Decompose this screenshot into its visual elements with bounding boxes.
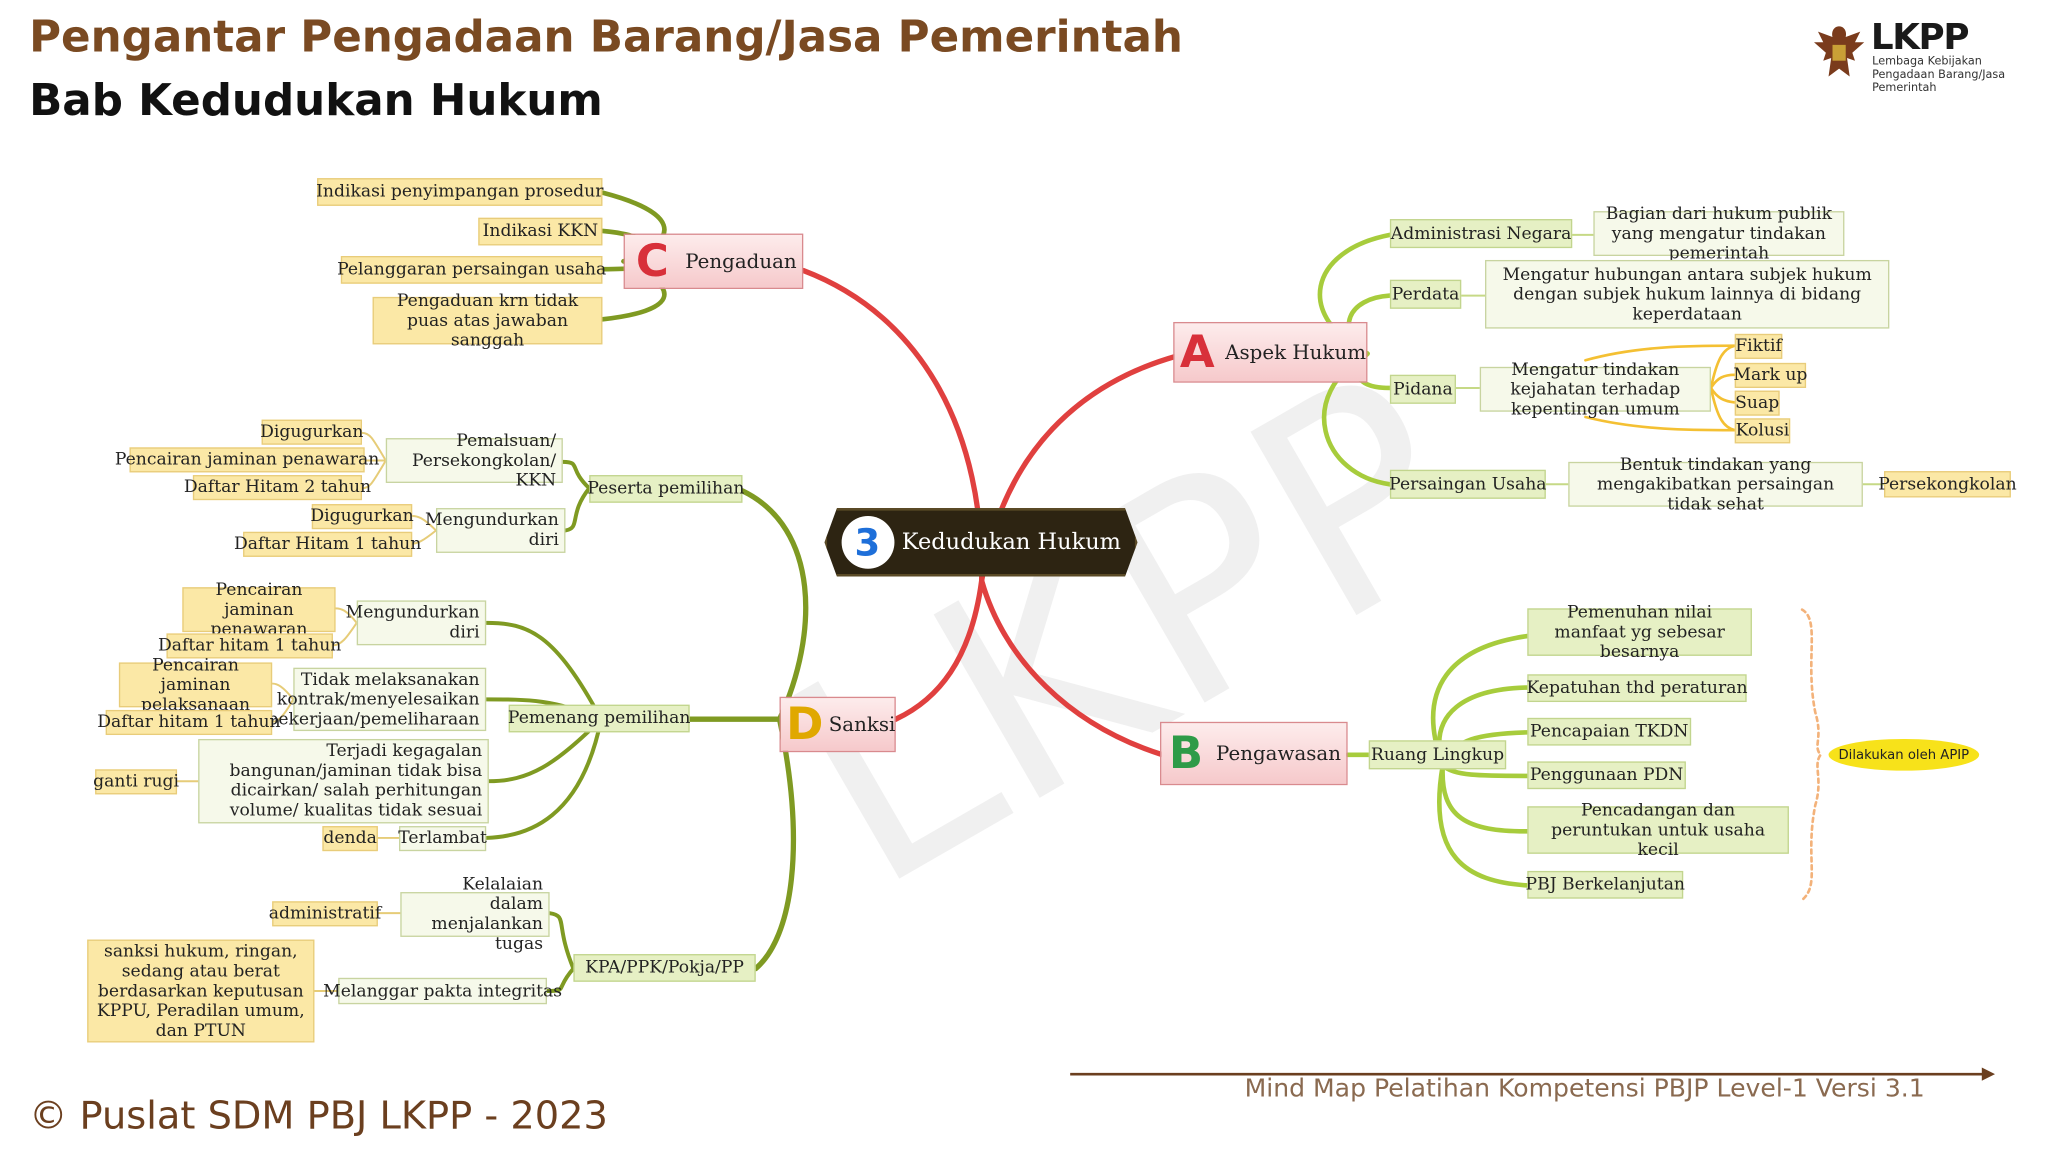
node-terlambat[interactable]: Terlambat [398,826,487,852]
node-pemalsuan[interactable]: Pemalsuan/ Persekongkolan/ KKN [385,431,563,490]
node-peserta-pemilihan[interactable]: Peserta pemilihan [587,475,744,503]
logo-wordmark: LKPP [1870,17,1970,59]
scope-item-pdn[interactable]: Penggunaan PDN [1527,761,1686,790]
leaf-mark-up[interactable]: Mark up [1733,362,1807,388]
desc-perdata: Mengatur hubungan antara subjek hukum de… [1485,259,1890,329]
node-mengundurkan-diri-peserta[interactable]: Mengundurkan diri [425,508,566,553]
leaf-daftar-hitam-1-pemenang[interactable]: Daftar hitam 1 tahun [158,633,341,659]
node-administrasi-negara[interactable]: Administrasi Negara [1389,219,1573,249]
scope-item-pbj-berkelanjutan[interactable]: PBJ Berkelanjutan [1526,870,1685,899]
scope-item-manfaat[interactable]: Pemenuhan nilai manfaat yg sebesar besar… [1527,602,1752,662]
branch-b-pengawasan[interactable]: B Pengawasan [1160,721,1348,786]
leaf-pencairan-jaminan-penawaran-2[interactable]: Pencairan jaminan penawaran [182,580,336,639]
node-kegagalan-bangunan[interactable]: Terjadi kegagalan bangunan/jaminan tidak… [198,738,489,824]
chapter-number: 3 [841,515,894,569]
leaf-denda[interactable]: denda [322,826,378,852]
slide-title: Pengantar Pengadaan Barang/Jasa Pemerint… [29,10,1183,63]
letter-c-icon: C [635,234,669,288]
branch-d-label: Sanksi [828,711,896,736]
node-mengundurkan-diri-pemenang[interactable]: Mengundurkan diri [346,600,487,646]
center-label: Kedudukan Hukum [901,528,1121,555]
leaf-pencairan-jaminan-penawaran[interactable]: Pencairan jaminan penawaran [115,447,379,473]
node-pakta-integritas[interactable]: Melanggar pakta integritas [323,977,562,1005]
branch-a-aspek-hukum[interactable]: A Aspek Hukum [1173,321,1368,383]
leaf-persekongkolan[interactable]: Persekongkolan [1878,471,2017,498]
slide-subtitle: Bab Kedudukan Hukum [29,73,603,126]
node-kpa-ppk-pokja-pp[interactable]: KPA/PPK/Pokja/PP [573,954,756,982]
leaf-pelanggaran-persaingan[interactable]: Pelanggaran persaingan usaha [337,256,606,284]
letter-b-icon: B [1168,726,1204,780]
branch-c-label: Pengaduan [685,248,797,273]
leaf-sanksi-hukum[interactable]: sanksi hukum, ringan, sedang atau berat … [87,939,315,1043]
leaf-ganti-rugi[interactable]: ganti rugi [93,769,179,795]
leaf-administratif[interactable]: administratif [269,901,381,927]
scope-item-usaha-kecil[interactable]: Pencadangan dan peruntukan untuk usaha k… [1527,800,1789,860]
leaf-daftar-hitam-2[interactable]: Daftar Hitam 2 tahun [184,475,371,501]
leaf-kolusi[interactable]: Kolusi [1734,418,1791,444]
footer-caption: Mind Map Pelatihan Kompetensi PBJP Level… [1244,1074,1925,1104]
leaf-daftar-hitam-1-kontrak[interactable]: Daftar hitam 1 tahun [97,709,281,736]
leaf-digugurkan-1[interactable]: Digugurkan [260,419,363,445]
apip-badge: Dilakukan oleh APIP [1828,738,1980,771]
letter-a-icon: A [1179,325,1215,379]
leaf-pengaduan-tidak-puas[interactable]: Pengaduan krn tidak puas atas jawaban sa… [372,291,603,350]
leaf-pencairan-jaminan-pelaksanaan[interactable]: Pencairan jaminan pelaksanaan [118,655,273,715]
logo-sub-line2: Pengadaan Barang/Jasa Pemerintah [1872,68,2006,96]
center-node[interactable]: 3 Kedudukan Hukum [824,508,1138,577]
leaf-indikasi-kkn[interactable]: Indikasi KKN [478,217,603,246]
node-kelalaian[interactable]: Kelalaian dalam menjalankan tugas [400,875,550,954]
scope-item-tkdn[interactable]: Pencapaian TKDN [1527,717,1692,746]
garuda-emblem-icon [1814,26,1865,77]
copyright: © Puslat SDM PBJ LKPP - 2023 [29,1092,608,1138]
branch-b-label: Pengawasan [1216,740,1342,765]
logo-sub-line1: Lembaga Kebijakan [1872,55,1982,69]
leaf-digugurkan-2[interactable]: Digugurkan [310,504,414,530]
logo-subtitle: Lembaga Kebijakan Pengadaan Barang/Jasa … [1872,55,2048,95]
branch-c-pengaduan[interactable]: C Pengaduan [623,233,804,289]
node-ruang-lingkup[interactable]: Ruang Lingkup [1368,740,1507,770]
node-pemenang-pemilihan[interactable]: Pemenang pemilihan [508,704,690,733]
node-tidak-melaksanakan[interactable]: Tidak melaksanakan kontrak/menyelesaikan… [267,667,487,732]
desc-pidana: Mengatur tindakan kejahatan terhadap kep… [1479,360,1711,419]
leaf-indikasi-penyimpangan[interactable]: Indikasi penyimpangan prosedur [316,178,603,206]
leaf-suap[interactable]: Suap [1734,390,1780,416]
node-perdata[interactable]: Perdata [1389,279,1462,309]
desc-administrasi-negara: Bagian dari hukum publik yang mengatur t… [1593,204,1845,263]
desc-persaingan-usaha: Bentuk tindakan yang mengakibatkan persa… [1568,455,1863,514]
node-pidana[interactable]: Pidana [1389,374,1456,404]
leaf-daftar-hitam-1-peserta[interactable]: Daftar Hitam 1 tahun [234,531,421,557]
branch-a-label: Aspek Hukum [1225,339,1367,364]
scope-item-kepatuhan[interactable]: Kepatuhan thd peraturan [1526,674,1748,703]
node-persaingan-usaha[interactable]: Persaingan Usaha [1389,469,1547,499]
letter-d-icon: D [786,697,824,751]
leaf-fiktif[interactable]: Fiktif [1734,333,1783,359]
branch-d-sanksi[interactable]: D Sanksi [779,696,896,753]
